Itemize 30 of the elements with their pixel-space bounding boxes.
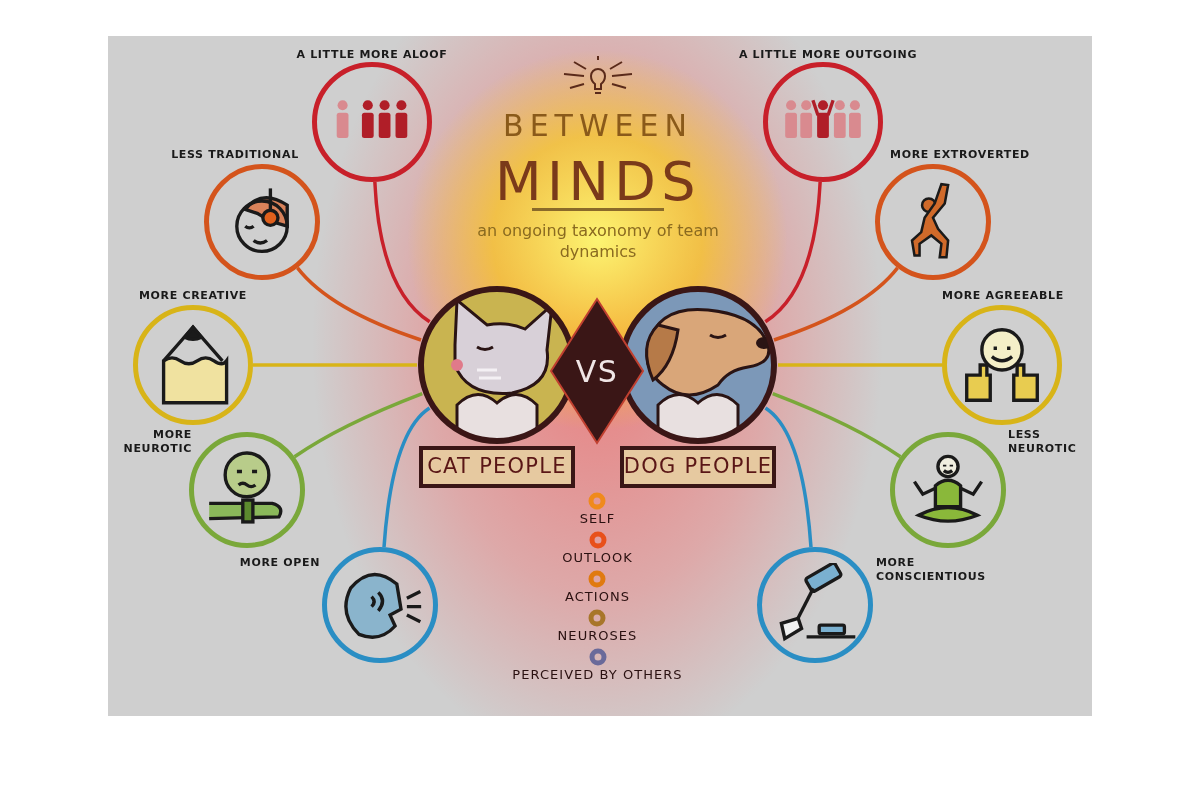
connector-line — [773, 266, 899, 342]
connector-line — [778, 363, 942, 367]
connector-line — [382, 406, 431, 548]
legend-label: PERCEIVED BY OTHERS — [512, 666, 683, 684]
trait-heading: MORE AGREEABLE — [942, 289, 1064, 303]
trait-heading: MORE CONSCIENTIOUS — [876, 556, 987, 584]
legend-label: SELF — [579, 510, 616, 528]
trait-heading: MORE CREATIVE — [139, 289, 247, 303]
legend-label: ACTIONS — [565, 588, 630, 606]
connector-line — [296, 266, 422, 342]
trait-heading: MORE NEUROTIC — [122, 428, 192, 456]
poster-title: BETWEEN MINDS — [494, 107, 702, 210]
connector-line — [293, 391, 423, 459]
versus-text: VS — [575, 352, 619, 391]
trait-heading: LESS TRADITIONAL — [171, 148, 299, 162]
trait-heading: LESS NEUROTIC — [1008, 428, 1078, 456]
legend-label: OUTLOOK — [562, 549, 633, 567]
group-label: CAT PEOPLE — [419, 446, 575, 488]
group-label: DOG PEOPLE — [620, 446, 776, 488]
trait-heading: A LITTLE MORE OUTGOING — [738, 48, 918, 62]
subtitle: an ongoing taxonomy of team dynamics — [476, 220, 720, 262]
legend-label: NEUROSES — [557, 627, 638, 645]
trait-heading: MORE OPEN — [239, 556, 320, 570]
connector-line — [772, 391, 902, 459]
connector-line — [764, 406, 813, 548]
connector-line — [253, 363, 417, 367]
trait-heading: A LITTLE MORE ALOOF — [296, 48, 448, 62]
trait-heading: MORE EXTROVERTED — [890, 148, 1030, 162]
connector-line — [373, 181, 431, 324]
connector-line — [764, 181, 822, 324]
